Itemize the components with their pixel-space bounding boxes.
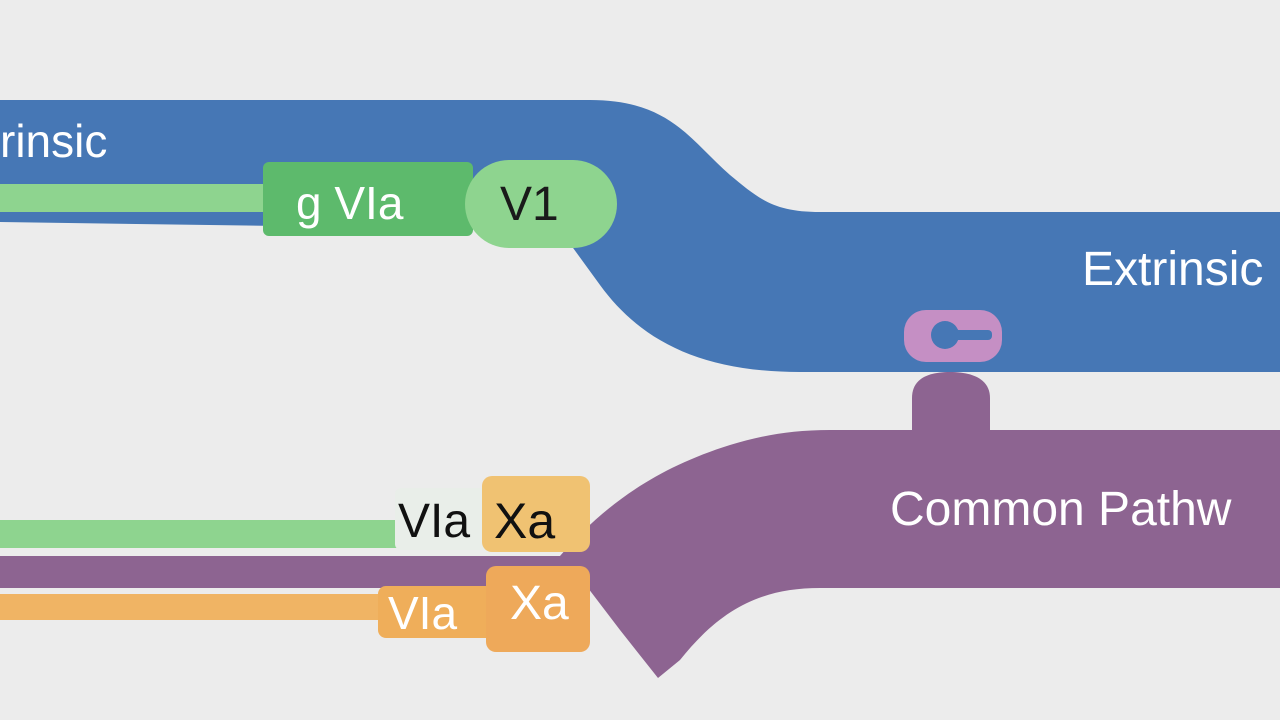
- extrinsic-label: Extrinsic: [1082, 243, 1264, 296]
- bottom-factor-box: [378, 586, 496, 638]
- extrinsic-pathway-band: [0, 100, 1280, 372]
- mid-orange-box: [482, 476, 590, 552]
- mid-factor-box: [395, 488, 495, 550]
- bottom-factor-label: VIa: [388, 587, 458, 639]
- top-green-pill: [465, 160, 617, 248]
- bottom-orange-line: [0, 594, 400, 620]
- top-pathway-label: rinsic: [0, 115, 108, 167]
- common-pathway-label: Common Pathw: [890, 483, 1232, 536]
- bottom-orange-box: [486, 566, 590, 652]
- common-pathway-band: [0, 430, 1280, 678]
- mid-factor-label: VIa: [398, 495, 471, 548]
- top-green-line: [0, 184, 275, 212]
- pathway-connector-stem: [912, 372, 990, 432]
- mid-green-line: [0, 520, 410, 548]
- key-icon: [931, 321, 992, 349]
- top-green-pill-label: V1: [500, 178, 559, 231]
- top-green-box: [263, 162, 473, 236]
- bottom-orange-box-label: Xa: [510, 577, 569, 630]
- mid-orange-box-label: Xa: [494, 493, 556, 549]
- top-green-box-label: g VIa: [296, 177, 404, 229]
